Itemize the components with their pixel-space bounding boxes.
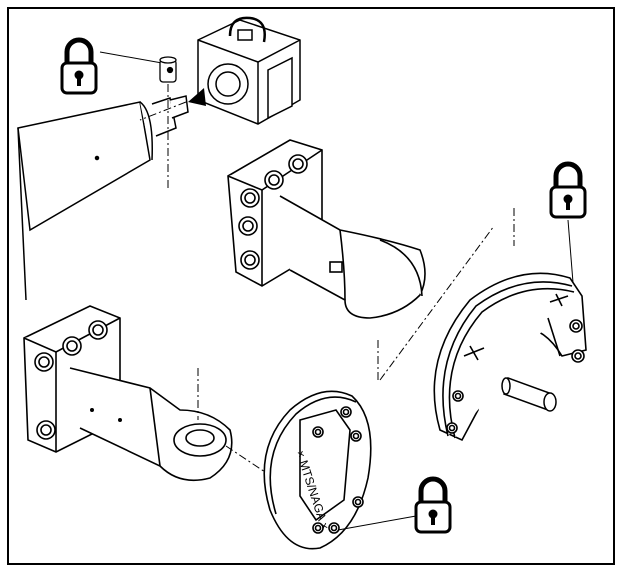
- leader-line: [99, 51, 163, 64]
- pin-part: [159, 56, 177, 83]
- mounting-plate: [263, 390, 372, 550]
- padlock-icon: [62, 40, 96, 93]
- leader-line: [337, 515, 417, 531]
- insertion-arrow: [188, 88, 206, 106]
- housing-cube: [197, 16, 301, 125]
- padlock-icon: [551, 164, 585, 217]
- shaft: [501, 377, 557, 412]
- padlock-icon: [416, 479, 450, 532]
- motor-body: [17, 95, 189, 301]
- axis-line: [225, 445, 269, 475]
- wall-bracket-upper: [227, 139, 426, 319]
- semicircular-guard: [433, 272, 587, 442]
- wall-bracket-lower: [23, 305, 233, 482]
